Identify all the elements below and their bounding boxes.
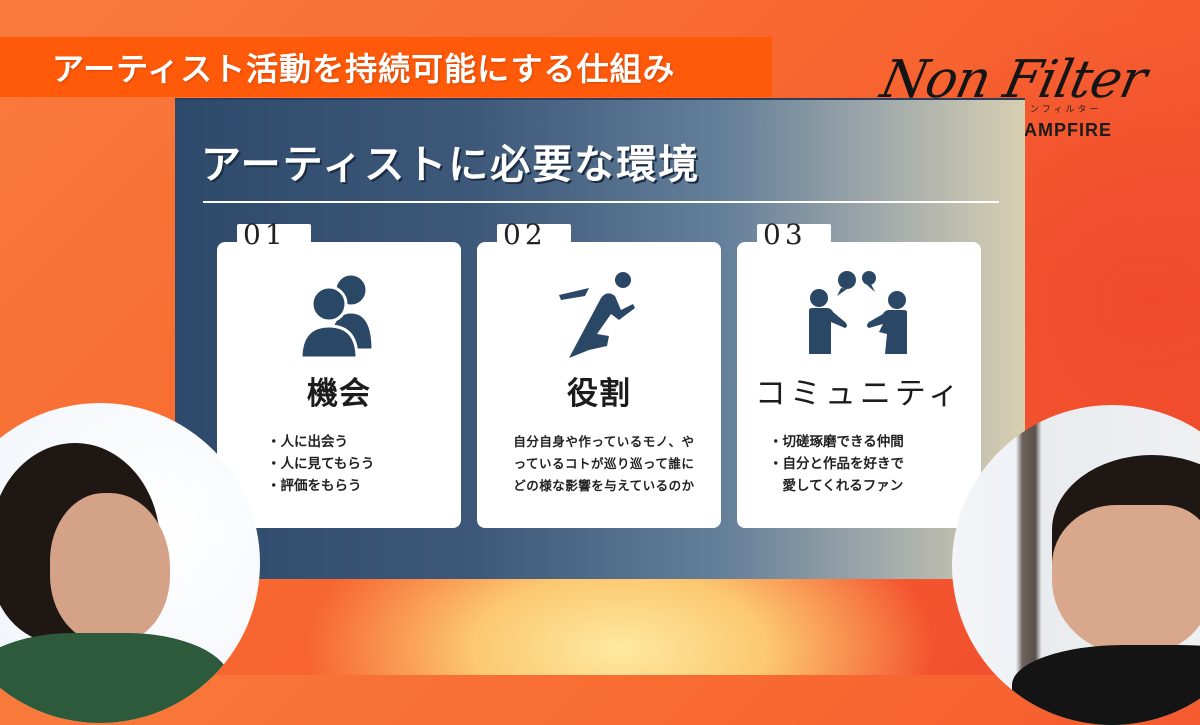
logo-kana-text: ノンフィルター [1018, 105, 1102, 115]
title-divider [203, 201, 999, 203]
paragraph-line: っているコトが巡り巡って誰に [513, 456, 695, 471]
speaker-left-photo [0, 403, 260, 723]
card-heading: コミュニティ [754, 376, 964, 412]
black-shirt [1012, 645, 1200, 725]
paragraph-line: どの様な影響を与えているのか [513, 478, 695, 493]
green-shirt [0, 633, 230, 723]
face [1052, 505, 1200, 655]
paragraph-line: 自分自身や作っているモノ、や [513, 434, 695, 449]
face [50, 493, 170, 643]
card-number: 01 [237, 221, 311, 249]
slide-title: アーティストに必要な環境 [201, 142, 701, 188]
card-bullets: ・人に出会う ・人に見てもらう ・評価をもらう [267, 431, 374, 497]
people-icon [299, 272, 375, 360]
card-heading: 機会 [307, 376, 371, 412]
banner-title: アーティスト活動を持続可能にする仕組み [52, 50, 676, 88]
card-opportunity: 01 機会 ・人に出会う ・人に見てもらう ・評価をもらう [217, 221, 461, 528]
bullet-item: ・人に出会う [267, 434, 348, 450]
card-number: 03 [757, 221, 831, 249]
card-role: 02 役割 自分自身や作っているモノ、や っているコトが巡り巡って誰に どの様な… [477, 221, 721, 528]
card-community: 03 コミュニティ ・切磋琢磨できる仲間 ・自分と作品を好きで 愛してくれるファ… [737, 221, 981, 528]
bullet-item: ・評価をもらう [267, 478, 362, 494]
running-person-icon [559, 272, 635, 358]
banner: アーティスト活動を持続可能にする仕組み [0, 37, 772, 97]
bullet-item: ・人に見てもらう [267, 456, 375, 472]
card-paragraph: 自分自身や作っているモノ、や っているコトが巡り巡って誰に どの様な影響を与えて… [499, 431, 709, 497]
bullet-item: ・自分と作品を好きで [769, 456, 904, 472]
bullet-item: ・切磋琢磨できる仲間 [769, 434, 904, 450]
card-number: 02 [497, 221, 571, 249]
bullet-item: 愛してくれるファン [769, 478, 904, 494]
campfire-brand: CAMPFIRE [1010, 120, 1112, 140]
card-heading: 役割 [567, 376, 631, 412]
presentation-slide: アーティストに必要な環境 01 機会 ・人に出会う ・人に見てもらう ・評価をも… [175, 98, 1025, 579]
conversation-icon [809, 271, 907, 354]
card-bullets: ・切磋琢磨できる仲間 ・自分と作品を好きで 愛してくれるファン [769, 431, 904, 497]
